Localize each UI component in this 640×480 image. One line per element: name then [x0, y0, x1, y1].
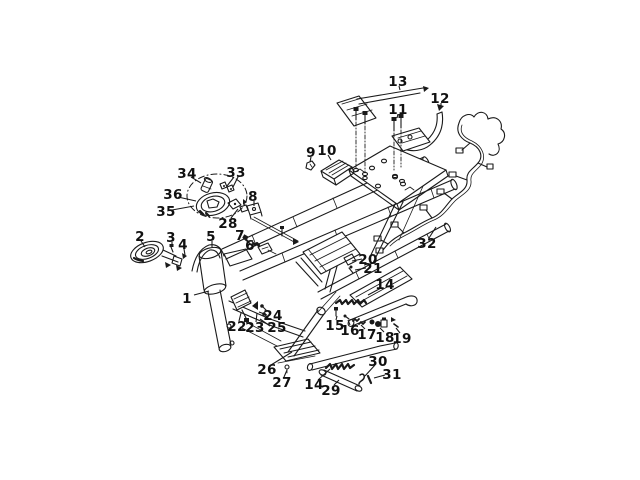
leader-line-4: [183, 248, 186, 256]
leader-line-15: [335, 315, 338, 321]
leader-line-19: [395, 327, 401, 334]
part-label-26: 26: [257, 362, 276, 378]
part-label-13: 13: [388, 74, 407, 90]
part-label-9: 9: [306, 145, 316, 161]
part-label-1: 1: [182, 291, 192, 307]
part-label-30: 30: [368, 354, 387, 370]
leader-line-10: [327, 154, 332, 161]
leader-lines: [140, 85, 442, 386]
steering-head: [198, 246, 235, 353]
leader-line-13: [398, 85, 401, 91]
leader-line-32: [428, 226, 437, 239]
part-label-5: 5: [206, 229, 216, 245]
part-label-32: 32: [417, 236, 436, 252]
leader-line-14: [367, 287, 382, 296]
part-label-21: 21: [363, 261, 382, 277]
leader-line-7: [242, 237, 249, 243]
leader-line-35: [171, 205, 195, 211]
part-label-20: 20: [358, 252, 377, 268]
part-label-3: 3: [166, 230, 176, 246]
center-ribbed-block: [302, 231, 361, 275]
leader-line-6: [253, 242, 261, 248]
part-label-11: 11: [388, 102, 407, 118]
leader-line-17: [360, 324, 366, 330]
part-label-24: 24: [263, 308, 282, 324]
part-label-4: 4: [178, 237, 188, 253]
part-label-7: 7: [235, 228, 245, 244]
clip-9: [305, 160, 316, 171]
part-label-33: 33: [226, 165, 245, 181]
part-label-14: 14: [304, 377, 323, 393]
leader-line-27: [283, 369, 288, 378]
leader-line-11: [396, 113, 399, 119]
block-10: [320, 159, 355, 186]
part-label-16: 16: [340, 323, 359, 339]
part-label-23: 23: [245, 320, 264, 336]
rear-hanger-plate: [343, 253, 413, 308]
leader-line-22: [238, 312, 242, 322]
main-frame-spar: [221, 156, 458, 347]
tray-plate: [348, 145, 449, 211]
leader-line-26: [270, 351, 293, 366]
leader-line-29: [333, 379, 340, 386]
leader-line-28: [230, 208, 239, 219]
leader-line-33: [226, 176, 235, 187]
part-label-19: 19: [392, 331, 411, 347]
leader-line-2: [140, 240, 146, 248]
leader-line-25: [259, 318, 271, 327]
leader-line-14: [317, 368, 331, 381]
leader-line-23: [255, 312, 258, 323]
part-label-31: 31: [382, 367, 401, 383]
part-label-17: 17: [357, 327, 376, 343]
leader-line-16: [347, 319, 351, 326]
tank-hoop-bracket: [191, 244, 225, 273]
part-label-2: 2: [135, 229, 145, 245]
part-label-6: 6: [245, 238, 255, 254]
part-label-27: 27: [272, 375, 291, 391]
part-label-36: 36: [163, 187, 182, 203]
leader-line-31: [373, 374, 386, 379]
leader-line-9: [309, 156, 312, 163]
part-label-34: 34: [177, 166, 196, 182]
leader-line-30: [364, 364, 376, 377]
part-label-12: 12: [430, 91, 449, 107]
leader-line-34: [190, 176, 202, 184]
engine-mounts: [230, 289, 269, 322]
footrest-tube: [334, 295, 418, 328]
leader-line-36: [177, 196, 197, 202]
part-label-18: 18: [375, 330, 394, 346]
part-label-29: 29: [321, 383, 340, 399]
pedal-linkage: [306, 342, 399, 392]
part-label-35: 35: [156, 204, 175, 220]
part-label-8: 8: [248, 189, 258, 205]
part-label-15: 15: [325, 318, 344, 334]
part-label-14: 14: [375, 277, 394, 293]
leader-line-24: [258, 311, 268, 316]
part-label-10: 10: [317, 143, 336, 159]
leader-line-1: [193, 290, 210, 296]
part-label-28: 28: [218, 216, 237, 232]
leader-line-18: [379, 327, 385, 333]
ignition-switch-detail: [186, 173, 248, 219]
bolts-11: [391, 114, 406, 184]
leader-line-21: [354, 267, 367, 271]
part-label-25: 25: [267, 320, 286, 336]
leader-line-20: [351, 258, 363, 262]
bracket-6-bolt-7: [242, 226, 284, 255]
rail-13: [336, 86, 429, 177]
bracket-28: [227, 198, 249, 213]
wiring-harness: [373, 111, 506, 254]
part-label-22: 22: [227, 319, 246, 335]
